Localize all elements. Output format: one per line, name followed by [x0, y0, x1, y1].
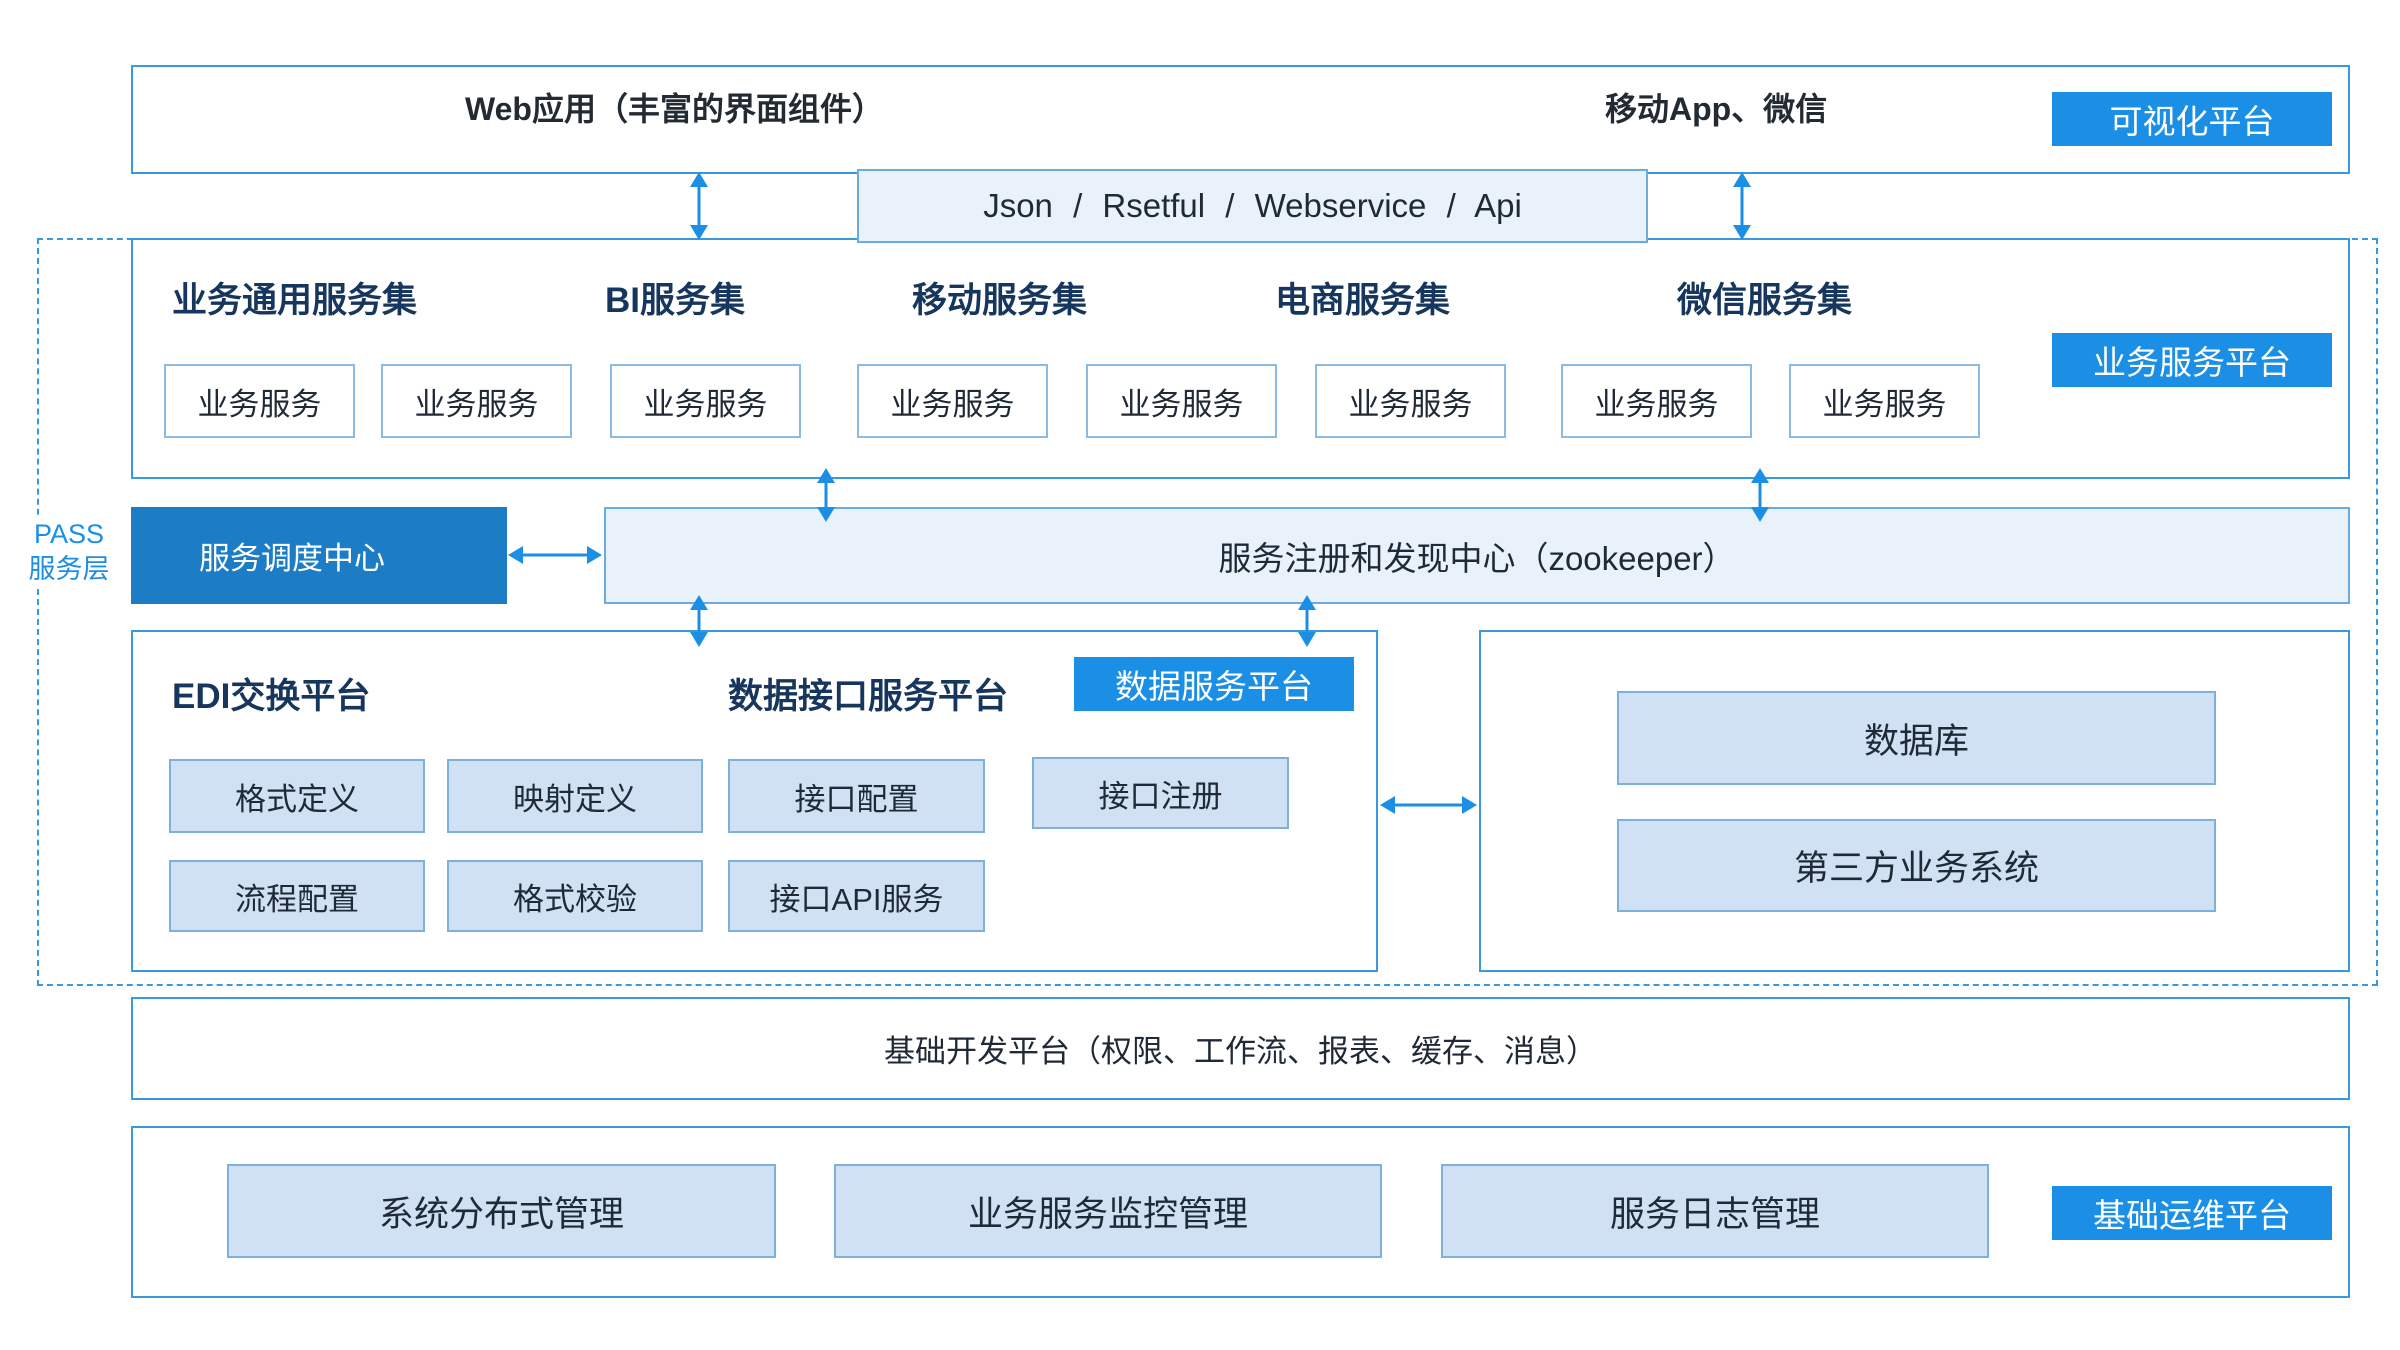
arrow-head: [690, 595, 708, 610]
module-mapping-definition: 映射定义: [447, 759, 703, 833]
arrow-head: [1380, 796, 1395, 814]
business-service-box: 业务服务: [857, 364, 1048, 438]
group-title-common: 业务通用服务集: [172, 281, 418, 320]
business-service-box: 业务服务: [381, 364, 572, 438]
arrow-business-to-registry-right: [1751, 468, 1769, 522]
arrow-head: [690, 225, 708, 240]
arrow-head: [1751, 468, 1769, 483]
service-registry-center: 服务注册和发现中心（zookeeper）: [604, 507, 2350, 604]
visualization-platform-badge: 可视化平台: [2052, 92, 2332, 146]
business-platform-badge: 业务服务平台: [2052, 333, 2332, 387]
business-service-box: 业务服务: [1086, 364, 1277, 438]
arrow-registry-to-edi: [690, 595, 708, 647]
business-service-box: 业务服务: [1561, 364, 1752, 438]
arrow-head: [1733, 172, 1751, 187]
arrow-head: [817, 507, 835, 522]
arrow-mobile-app-to-business: [1733, 172, 1751, 240]
module-format-validation: 格式校验: [447, 860, 703, 932]
group-title-ecommerce: 电商服务集: [1275, 281, 1451, 320]
module-format-definition: 格式定义: [169, 759, 425, 833]
base-development-platform: 基础开发平台（权限、工作流、报表、缓存、消息）: [131, 997, 2350, 1100]
external-systems-box: [1479, 630, 2350, 972]
module-process-config: 流程配置: [169, 860, 425, 932]
business-service-box: 业务服务: [1789, 364, 1980, 438]
business-service-box: 业务服务: [1315, 364, 1506, 438]
arrow-head: [690, 632, 708, 647]
arrow-head: [1298, 632, 1316, 647]
business-service-platform-box: [131, 238, 2350, 479]
group-title-mobile: 移动服务集: [912, 281, 1088, 320]
api-protocols-bar: Json / Rsetful / Webservice / Api: [857, 169, 1648, 243]
business-service-box: 业务服务: [164, 364, 355, 438]
module-interface-api-service: 接口API服务: [728, 860, 985, 932]
distributed-management-box: 系统分布式管理: [227, 1164, 776, 1258]
visualization-platform-box: [131, 65, 2350, 174]
arrow-head: [690, 172, 708, 187]
ops-platform-badge: 基础运维平台: [2052, 1186, 2332, 1240]
web-app-label: Web应用（丰富的界面组件）: [465, 91, 884, 127]
arrow-head: [817, 468, 835, 483]
arrow-registry-to-data-interface: [1298, 595, 1316, 647]
arrow-head: [1751, 507, 1769, 522]
arrow-scheduler-to-registry: [508, 546, 602, 564]
business-service-box: 业务服务: [610, 364, 801, 438]
pass-layer-label-line1: PASS: [33, 519, 105, 549]
arrow-head: [1462, 796, 1477, 814]
arrow-head: [587, 546, 602, 564]
module-interface-registration: 接口注册: [1032, 757, 1289, 829]
pass-layer-label-line2: 服务层: [28, 554, 110, 584]
arrow-head: [508, 546, 523, 564]
arrow-web-app-to-business: [690, 172, 708, 240]
edi-platform-title: EDI交换平台: [172, 677, 371, 716]
mobile-app-label: 移动App、微信: [1605, 91, 1828, 127]
service-monitoring-box: 业务服务监控管理: [834, 1164, 1382, 1258]
service-scheduler-center: 服务调度中心: [131, 507, 507, 604]
arrow-business-to-registry-left: [817, 468, 835, 522]
data-interface-platform-title: 数据接口服务平台: [728, 677, 1009, 716]
arrow-head: [1298, 595, 1316, 610]
arrow-data-platform-to-external: [1380, 796, 1477, 814]
arrow-head: [1733, 225, 1751, 240]
group-title-bi: BI服务集: [605, 281, 746, 320]
module-interface-config: 接口配置: [728, 759, 985, 833]
group-title-wechat: 微信服务集: [1677, 281, 1853, 320]
service-log-box: 服务日志管理: [1441, 1164, 1989, 1258]
third-party-system-box: 第三方业务系统: [1617, 819, 2216, 912]
database-box: 数据库: [1617, 691, 2216, 785]
pass-layer-label: PASS 服务层: [20, 517, 118, 587]
data-platform-badge: 数据服务平台: [1074, 657, 1354, 711]
